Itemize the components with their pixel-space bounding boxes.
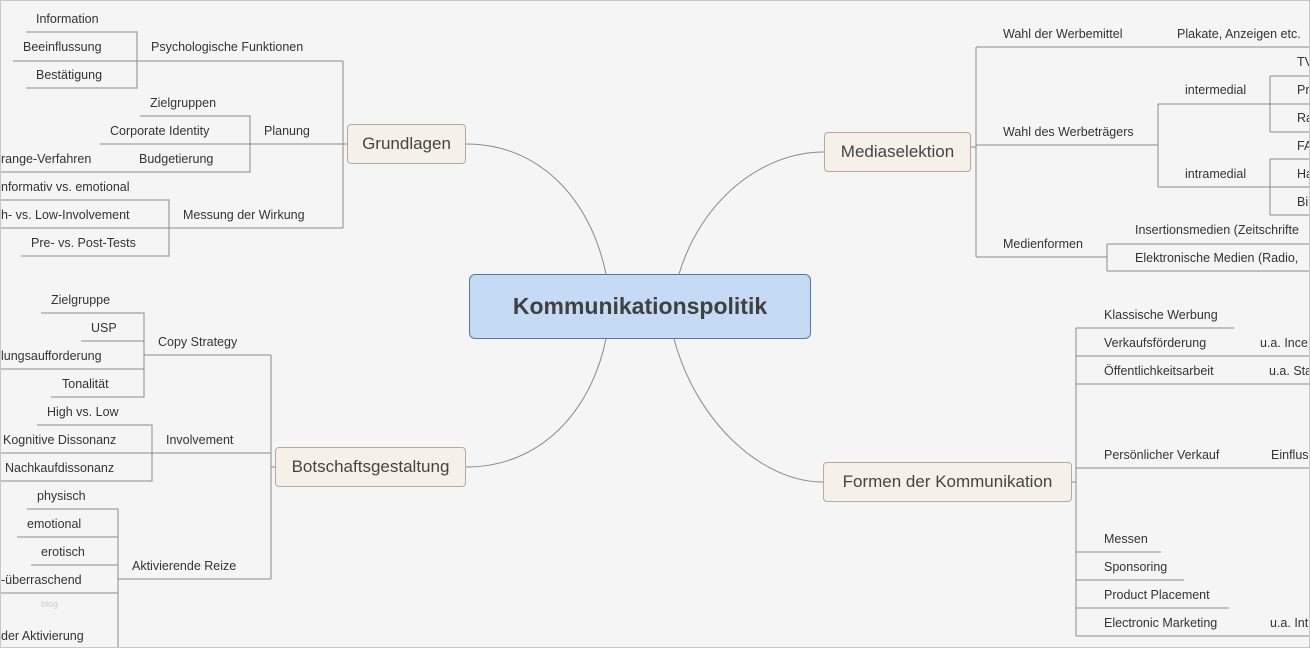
- note-verkaufsfoerderung[interactable]: u.a. Ince: [1260, 336, 1308, 350]
- central-topic[interactable]: Kommunikationspolitik: [469, 274, 811, 339]
- node-oeffentlichkeitsarbeit[interactable]: Öffentlichkeitsarbeit: [1104, 364, 1214, 378]
- node-nachkaufdissonanz[interactable]: Nachkaufdissonanz: [5, 461, 115, 475]
- node-emotional[interactable]: emotional: [27, 517, 82, 531]
- node-elektronische-medien[interactable]: Elektronische Medien (Radio,: [1135, 251, 1299, 265]
- note-electronic-marketing[interactable]: u.a. Int: [1270, 616, 1309, 630]
- node-tonalitaet[interactable]: Tonalität: [62, 377, 109, 391]
- node-aktivierende-reize[interactable]: Aktivierende Reize: [132, 559, 237, 573]
- node-messen[interactable]: Messen: [1104, 532, 1148, 546]
- node-messung-der-wirkung[interactable]: Messung der Wirkung: [183, 208, 305, 222]
- node-involvement[interactable]: Involvement: [166, 433, 234, 447]
- node-zielgruppen[interactable]: Zielgruppen: [150, 96, 217, 110]
- topic-botschaftsgestaltung[interactable]: Botschaftsgestaltung: [275, 447, 466, 487]
- node-budgetierung[interactable]: Budgetierung: [139, 152, 214, 166]
- node-print[interactable]: Pr: [1297, 83, 1310, 97]
- node-ueberraschend[interactable]: -überraschend: [1, 573, 82, 587]
- node-high-low-involvement[interactable]: h- vs. Low-Involvement: [1, 208, 130, 222]
- node-blog: blog: [41, 599, 59, 609]
- node-intermedial[interactable]: intermedial: [1185, 83, 1247, 97]
- node-intramedial[interactable]: intramedial: [1185, 167, 1247, 181]
- node-handlungsaufforderung[interactable]: lungsaufforderung: [1, 349, 102, 363]
- node-information[interactable]: Information: [36, 12, 99, 26]
- node-wahl-des-werbetraegers[interactable]: Wahl des Werbeträgers: [1003, 125, 1134, 139]
- node-wahl-der-werbemittel[interactable]: Wahl der Werbemittel: [1003, 27, 1123, 41]
- node-kognitive-dissonanz[interactable]: Kognitive Dissonanz: [3, 433, 117, 447]
- node-verfahren[interactable]: range-Verfahren: [1, 152, 92, 166]
- node-radio[interactable]: Ra: [1297, 111, 1309, 125]
- node-planung[interactable]: Planung: [264, 124, 310, 138]
- note-persoenlicher-verkauf[interactable]: Einflus: [1271, 448, 1309, 462]
- node-psychologische-funktionen[interactable]: Psychologische Funktionen: [151, 40, 304, 54]
- node-plakate-anzeigen[interactable]: Plakate, Anzeigen etc.: [1177, 27, 1301, 41]
- node-product-placement[interactable]: Product Placement: [1104, 588, 1210, 602]
- node-corporate-identity[interactable]: Corporate Identity: [110, 124, 210, 138]
- topic-formen-der-kommunikation[interactable]: Formen der Kommunikation: [823, 462, 1072, 502]
- topic-mediaselektion[interactable]: Mediaselektion: [824, 132, 971, 172]
- note-oeffentlichkeitsarbeit[interactable]: u.a. Sta: [1269, 364, 1310, 378]
- node-pre-post-tests[interactable]: Pre- vs. Post-Tests: [31, 236, 136, 250]
- node-ha[interactable]: Ha: [1297, 167, 1309, 181]
- node-persoenlicher-verkauf[interactable]: Persönlicher Verkauf: [1104, 448, 1220, 462]
- node-faz[interactable]: FA: [1297, 139, 1309, 153]
- node-medienformen[interactable]: Medienformen: [1003, 237, 1083, 251]
- node-beeinflussung[interactable]: Beeinflussung: [23, 40, 102, 54]
- node-zielgruppe[interactable]: Zielgruppe: [51, 293, 111, 307]
- node-bestaetigung[interactable]: Bestätigung: [36, 68, 103, 82]
- node-physisch[interactable]: physisch: [37, 489, 86, 503]
- node-high-vs-low[interactable]: High vs. Low: [47, 405, 119, 419]
- node-tv[interactable]: TV: [1297, 55, 1309, 69]
- node-aktivierung[interactable]: der Aktivierung: [1, 629, 84, 643]
- node-klassische-werbung[interactable]: Klassische Werbung: [1104, 308, 1218, 322]
- node-verkaufsfoerderung[interactable]: Verkaufsförderung: [1104, 336, 1207, 350]
- node-informativ-emotional[interactable]: nformativ vs. emotional: [1, 180, 130, 194]
- topic-grundlagen[interactable]: Grundlagen: [347, 124, 466, 164]
- node-insertionsmedien[interactable]: Insertionsmedien (Zeitschrifte: [1135, 223, 1299, 237]
- node-usp[interactable]: USP: [91, 321, 117, 335]
- node-erotisch[interactable]: erotisch: [41, 545, 85, 559]
- node-copy-strategy[interactable]: Copy Strategy: [158, 335, 238, 349]
- node-bild[interactable]: Bil: [1297, 195, 1310, 209]
- node-sponsoring[interactable]: Sponsoring: [1104, 560, 1168, 574]
- node-electronic-marketing[interactable]: Electronic Marketing: [1104, 616, 1218, 630]
